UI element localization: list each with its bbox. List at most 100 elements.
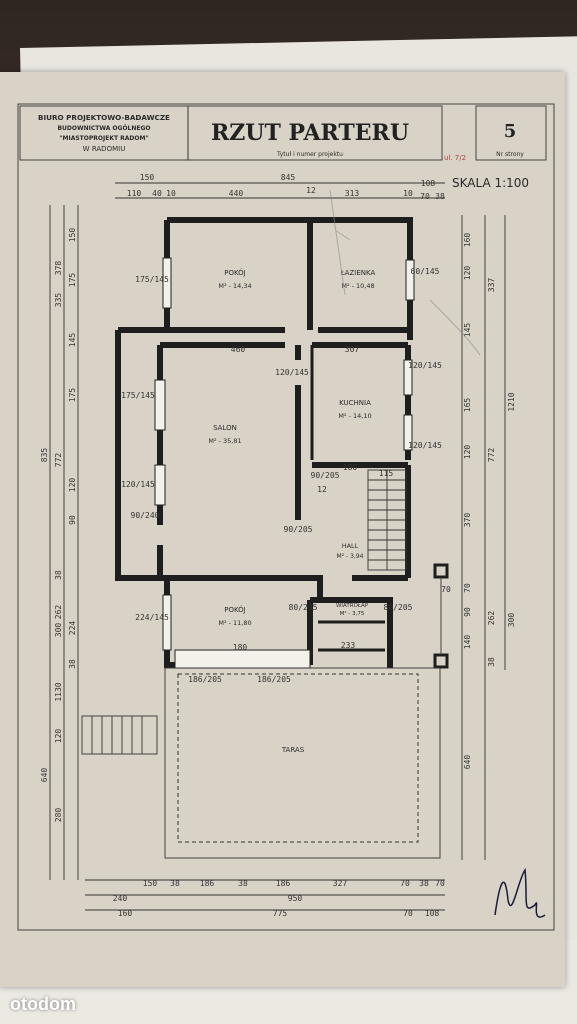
dim-top-440: 440 (229, 189, 244, 198)
room-name-taras: TARAS (281, 746, 305, 754)
dim-bottom-70: 70 (400, 879, 410, 888)
interior-dimensions: 460 307 180 233 115 180 12 70 (231, 345, 451, 652)
dim-bottom-240: 240 (113, 894, 128, 903)
dim-bottom-38c: 38 (419, 879, 429, 888)
opening-label-5: 120/145 (408, 441, 442, 450)
room-area-hall: M² - 3,94 (337, 553, 364, 560)
dim-right-70: 70 (463, 583, 472, 593)
dim-top-110: 110 (127, 189, 142, 198)
interior-dim-12: 12 (317, 485, 327, 494)
dim-left-120b: 120 (54, 729, 63, 744)
room-name-lazienka: ŁAZIENKA (340, 269, 376, 277)
room-area-kuchnia: M² - 14,10 (338, 412, 371, 420)
dim-top-12: 12 (306, 186, 316, 195)
dim-left-120: 120 (68, 478, 77, 493)
dim-top-38: 38 (435, 192, 445, 201)
dim-right-140: 140 (463, 635, 472, 650)
dim-bottom-108: 108 (425, 909, 440, 918)
opening-label-11: 80/205 (384, 603, 413, 612)
dim-bottom-186: 186 (200, 879, 215, 888)
right-dimensions: 1210 640 337 772 300 160 120 145 165 120… (461, 215, 516, 860)
dim-right-90: 90 (463, 607, 472, 617)
dim-bottom-775: 775 (273, 909, 288, 918)
interior-dim-180: 180 (233, 643, 248, 652)
opening-label-7: 90/240 (131, 511, 160, 520)
opening-label-9: 224/145 (135, 613, 169, 622)
opening-label-10: 80/205 (289, 603, 318, 612)
interior-dim-70: 70 (441, 585, 451, 594)
dim-top-150: 150 (140, 173, 155, 182)
exterior-steps (81, 715, 158, 755)
dim-bottom-950: 950 (288, 894, 303, 903)
room-name-salon: SALON (213, 424, 237, 432)
opening-label-15: 186/205 (257, 675, 291, 684)
bottom-dimensions: 150 38 186 38 186 327 70 38 70 240 950 1… (85, 879, 445, 918)
interior-dim-307: 307 (345, 345, 360, 354)
dim-left-640: 640 (40, 768, 49, 783)
room-area-pokoj-2: M² - 11,80 (218, 619, 251, 627)
dim-left-772: 772 (54, 453, 63, 468)
dim-bottom-160: 160 (118, 909, 133, 918)
room-name-wiatrolap: WIATROŁAP (336, 603, 369, 609)
dim-bottom-70c: 70 (403, 909, 413, 918)
dim-left-38: 38 (54, 570, 63, 580)
opening-label-8: 120/145 (275, 368, 309, 377)
red-stamp-text: ul. 7/2 (444, 154, 466, 162)
dim-left-224: 224 (68, 621, 77, 636)
dim-top-40: 40 (152, 189, 162, 198)
terrace-outline (164, 667, 441, 859)
dim-bottom-70b: 70 (435, 879, 445, 888)
dim-bottom-38b: 38 (238, 879, 248, 888)
pencil-marks (329, 189, 481, 356)
room-area-wiatrolap: M² - 3,75 (340, 610, 365, 617)
dim-top-10b: 10 (403, 189, 413, 198)
interior-dim-233: 233 (341, 641, 356, 650)
opening-label-6: 120/145 (121, 480, 155, 489)
dim-bottom-38: 38 (170, 879, 180, 888)
interior-dim-460: 460 (231, 345, 246, 354)
dim-left-175b: 175 (68, 388, 77, 403)
dim-bottom-186b: 186 (276, 879, 291, 888)
room-labels: POKÓJ M² - 14,34 ŁAZIENKA M² - 10,48 SAL… (208, 268, 375, 754)
dim-left-335: 335 (54, 293, 63, 308)
dim-right-38: 38 (487, 657, 496, 667)
opening-label-2: 60/145 (411, 267, 440, 276)
dim-right-1210: 1210 (507, 392, 516, 411)
staircase (367, 469, 407, 571)
top-dimensions: 150 845 108 110 40 10 440 12 313 10 70 3… (115, 173, 445, 201)
drawing-title: RZUT PARTERU (211, 120, 409, 146)
drawing-sheet (0, 72, 565, 987)
dim-top-108: 108 (421, 179, 436, 188)
dim-right-120b: 120 (463, 445, 472, 460)
otodom-watermark: otodom (10, 994, 76, 1014)
office-name-line2: BUDOWNICTWA OGÓLNEGO (57, 125, 150, 132)
opening-label-12: 90/205 (284, 525, 313, 534)
sheet-frame (17, 103, 555, 931)
dim-left-1130: 1130 (54, 682, 63, 701)
opening-label-3: 175/145 (121, 391, 155, 400)
dim-bottom-327: 327 (333, 879, 348, 888)
office-name-line3: "MIASTOPROJEKT RADOM" (59, 135, 148, 142)
room-name-pokoj-2: POKÓJ (224, 605, 246, 614)
dim-left-175: 175 (68, 273, 77, 288)
opening-label-4: 120/145 (408, 361, 442, 370)
opening-label-1: 175/145 (135, 275, 169, 284)
dim-left-38b: 38 (68, 659, 77, 669)
dim-right-337: 337 (487, 278, 496, 293)
dim-left-150: 150 (68, 228, 77, 243)
dim-top-313: 313 (345, 189, 360, 198)
left-dimensions: 835 640 378 772 300 1130 150 335 175 145… (40, 205, 79, 880)
column-upper (433, 563, 449, 579)
page-number-label: Nr strony (496, 151, 524, 158)
opening-labels: 175/145 60/145 175/145 120/145 120/145 1… (121, 267, 442, 684)
dim-right-120: 120 (463, 266, 472, 281)
dim-right-145: 145 (463, 323, 472, 338)
office-name-line4: W RADOMIU (83, 145, 126, 153)
interior-dim-115: 115 (379, 469, 394, 478)
dim-left-145: 145 (68, 333, 77, 348)
dim-left-262: 262 (54, 605, 63, 620)
scale-label: SKALA 1:100 (452, 176, 529, 190)
dim-left-280: 280 (54, 808, 63, 823)
opening-label-13: 90/205 (311, 471, 340, 480)
